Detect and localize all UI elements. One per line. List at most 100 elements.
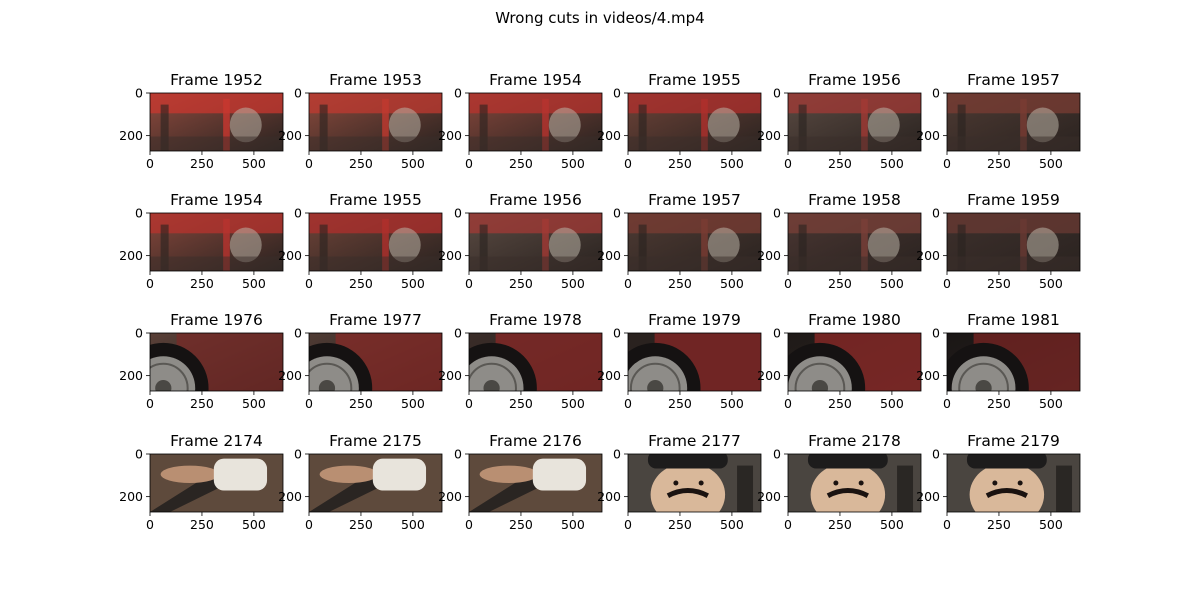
x-tick-label: 500 <box>1039 517 1063 532</box>
x-tick-label: 500 <box>880 276 904 291</box>
y-tick-label: 200 <box>119 489 143 504</box>
frame-border <box>627 453 762 513</box>
x-tick-label: 0 <box>784 156 792 171</box>
y-tick-label: 0 <box>294 86 302 101</box>
frame-image <box>150 93 283 151</box>
y-tick-label: 0 <box>294 326 302 341</box>
frame-image <box>150 213 283 271</box>
y-tick-label: 0 <box>773 86 781 101</box>
panel-title: Frame 1980 <box>808 311 901 329</box>
y-tick-label: 200 <box>757 128 781 143</box>
x-tick-label: 250 <box>190 396 214 411</box>
panel-title: Frame 1976 <box>170 311 263 329</box>
panel-title: Frame 1954 <box>489 71 582 89</box>
panel-title: Frame 1979 <box>648 311 741 329</box>
y-tick-label: 200 <box>916 368 940 383</box>
panel-title: Frame 1954 <box>170 191 263 209</box>
frame-border <box>149 212 284 272</box>
frame-image <box>469 333 602 391</box>
x-tick-label: 500 <box>242 156 266 171</box>
x-tick-label: 0 <box>465 396 473 411</box>
frame-border <box>468 212 603 272</box>
y-tick-label: 200 <box>916 128 940 143</box>
x-tick-label: 250 <box>668 156 692 171</box>
x-tick-label: 0 <box>624 156 632 171</box>
y-tick-label: 200 <box>119 128 143 143</box>
x-tick-label: 250 <box>509 156 533 171</box>
y-tick-label: 0 <box>294 206 302 221</box>
frame-border <box>308 453 443 513</box>
panel-title: Frame 1956 <box>808 71 901 89</box>
y-tick-label: 200 <box>916 248 940 263</box>
panel-title: Frame 1956 <box>489 191 582 209</box>
panel-title: Frame 1958 <box>808 191 901 209</box>
y-tick-label: 200 <box>916 489 940 504</box>
x-tick-label: 0 <box>146 517 154 532</box>
frame-image <box>628 333 761 391</box>
frame-border <box>946 453 1081 513</box>
frame-image <box>469 454 602 512</box>
figure-title: Wrong cuts in videos/4.mp4 <box>495 9 705 27</box>
x-tick-label: 250 <box>668 517 692 532</box>
panel-title: Frame 2177 <box>648 432 741 450</box>
frame-image <box>150 333 283 391</box>
x-tick-label: 0 <box>146 396 154 411</box>
frame-border <box>946 92 1081 152</box>
frame-image <box>469 213 602 271</box>
x-tick-label: 250 <box>987 156 1011 171</box>
y-tick-label: 200 <box>119 368 143 383</box>
frame-image <box>150 454 283 512</box>
x-tick-label: 0 <box>465 156 473 171</box>
x-tick-label: 0 <box>465 276 473 291</box>
y-tick-label: 200 <box>757 368 781 383</box>
x-tick-label: 500 <box>401 396 425 411</box>
x-tick-label: 0 <box>943 156 951 171</box>
y-tick-label: 200 <box>757 248 781 263</box>
y-tick-label: 200 <box>438 368 462 383</box>
x-tick-label: 250 <box>349 156 373 171</box>
y-tick-label: 0 <box>135 447 143 462</box>
y-tick-label: 0 <box>613 206 621 221</box>
y-tick-label: 0 <box>932 86 940 101</box>
x-tick-label: 250 <box>828 276 852 291</box>
frame-border <box>149 92 284 152</box>
panel-title: Frame 1952 <box>170 71 263 89</box>
y-tick-label: 0 <box>454 326 462 341</box>
frame-border <box>627 332 762 392</box>
frame-image <box>309 213 442 271</box>
y-tick-label: 200 <box>757 489 781 504</box>
x-tick-label: 250 <box>987 517 1011 532</box>
panel-title: Frame 1957 <box>967 71 1060 89</box>
y-tick-label: 0 <box>773 447 781 462</box>
x-tick-label: 0 <box>305 276 313 291</box>
x-tick-label: 500 <box>720 276 744 291</box>
x-tick-label: 250 <box>828 517 852 532</box>
x-tick-label: 500 <box>561 276 585 291</box>
x-tick-label: 0 <box>305 517 313 532</box>
x-tick-label: 250 <box>190 276 214 291</box>
frame-image <box>788 213 921 271</box>
y-tick-label: 0 <box>613 86 621 101</box>
x-tick-label: 0 <box>305 396 313 411</box>
x-tick-label: 250 <box>668 276 692 291</box>
x-tick-label: 250 <box>190 156 214 171</box>
x-tick-label: 500 <box>1039 276 1063 291</box>
panel-title: Frame 1955 <box>648 71 741 89</box>
x-tick-label: 250 <box>349 276 373 291</box>
